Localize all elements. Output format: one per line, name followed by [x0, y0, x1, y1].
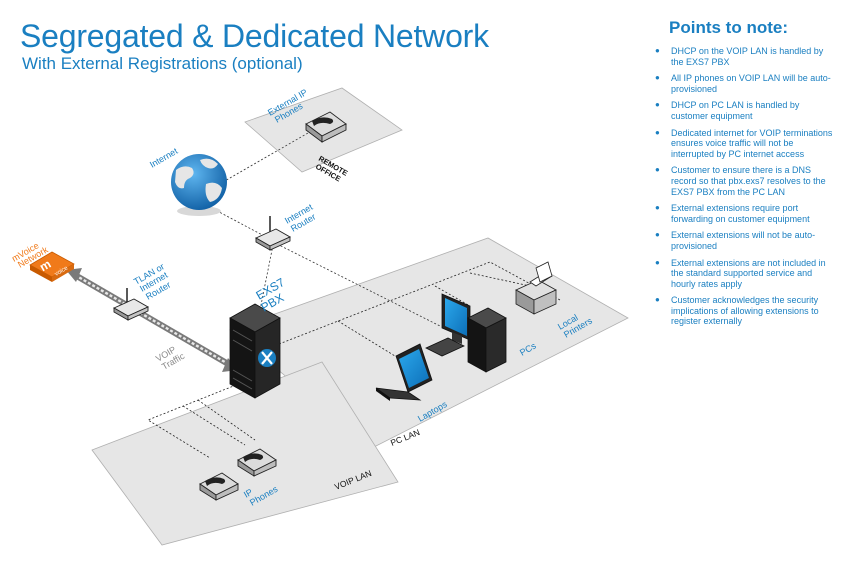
internet-router-icon: [255, 216, 291, 251]
note-item: Customer to ensure there is a DNS record…: [652, 165, 838, 197]
mvoice-logo-icon: m: [29, 251, 75, 282]
points-to-note-panel: Points to note: DHCP on the VOIP LAN is …: [652, 18, 838, 333]
ip-phone-icon-1: [237, 448, 277, 477]
note-item: All IP phones on VOIP LAN will be auto-p…: [652, 73, 838, 94]
points-to-note-heading: Points to note:: [669, 18, 788, 37]
printer-icon: [515, 261, 557, 315]
tlan-router-icon: [113, 288, 149, 321]
voip-lan-bus: [147, 384, 256, 459]
note-item: DHCP on PC LAN is handled by customer eq…: [652, 100, 838, 121]
exs7-pbx-server-icon: [229, 303, 281, 399]
ip-phone-icon-2: [199, 472, 239, 501]
internet-globe-icon: [171, 154, 227, 216]
remote-phone-icon: [305, 111, 347, 143]
note-item: External extensions require port forward…: [652, 203, 838, 224]
note-item: Dedicated internet for VOIP terminations…: [652, 128, 838, 160]
note-item: External extensions are not included in …: [652, 258, 838, 290]
wan-links: [205, 132, 441, 327]
internet-label: Internet: [148, 146, 180, 170]
voip-trunk-arrow-start: [66, 268, 82, 282]
note-item: External extensions will not be auto-pro…: [652, 230, 838, 251]
diagram-title: Segregated & Dedicated Network: [20, 18, 489, 54]
voip-trunk-line: [73, 272, 232, 368]
pc-monitor-icon: [425, 293, 471, 357]
points-to-note-list: DHCP on the VOIP LAN is handled by the E…: [652, 46, 838, 327]
pc-lan-bus: [278, 261, 561, 357]
network-diagram: Internet External IP Phones REMOTE OFFIC…: [10, 87, 629, 546]
pc-tower-icon: [467, 307, 507, 373]
note-item: DHCP on the VOIP LAN is handled by the E…: [652, 46, 838, 67]
note-item: Customer acknowledges the security impli…: [652, 295, 838, 327]
laptop-icon: [375, 343, 433, 401]
diagram-subtitle: With External Registrations (optional): [22, 54, 303, 73]
